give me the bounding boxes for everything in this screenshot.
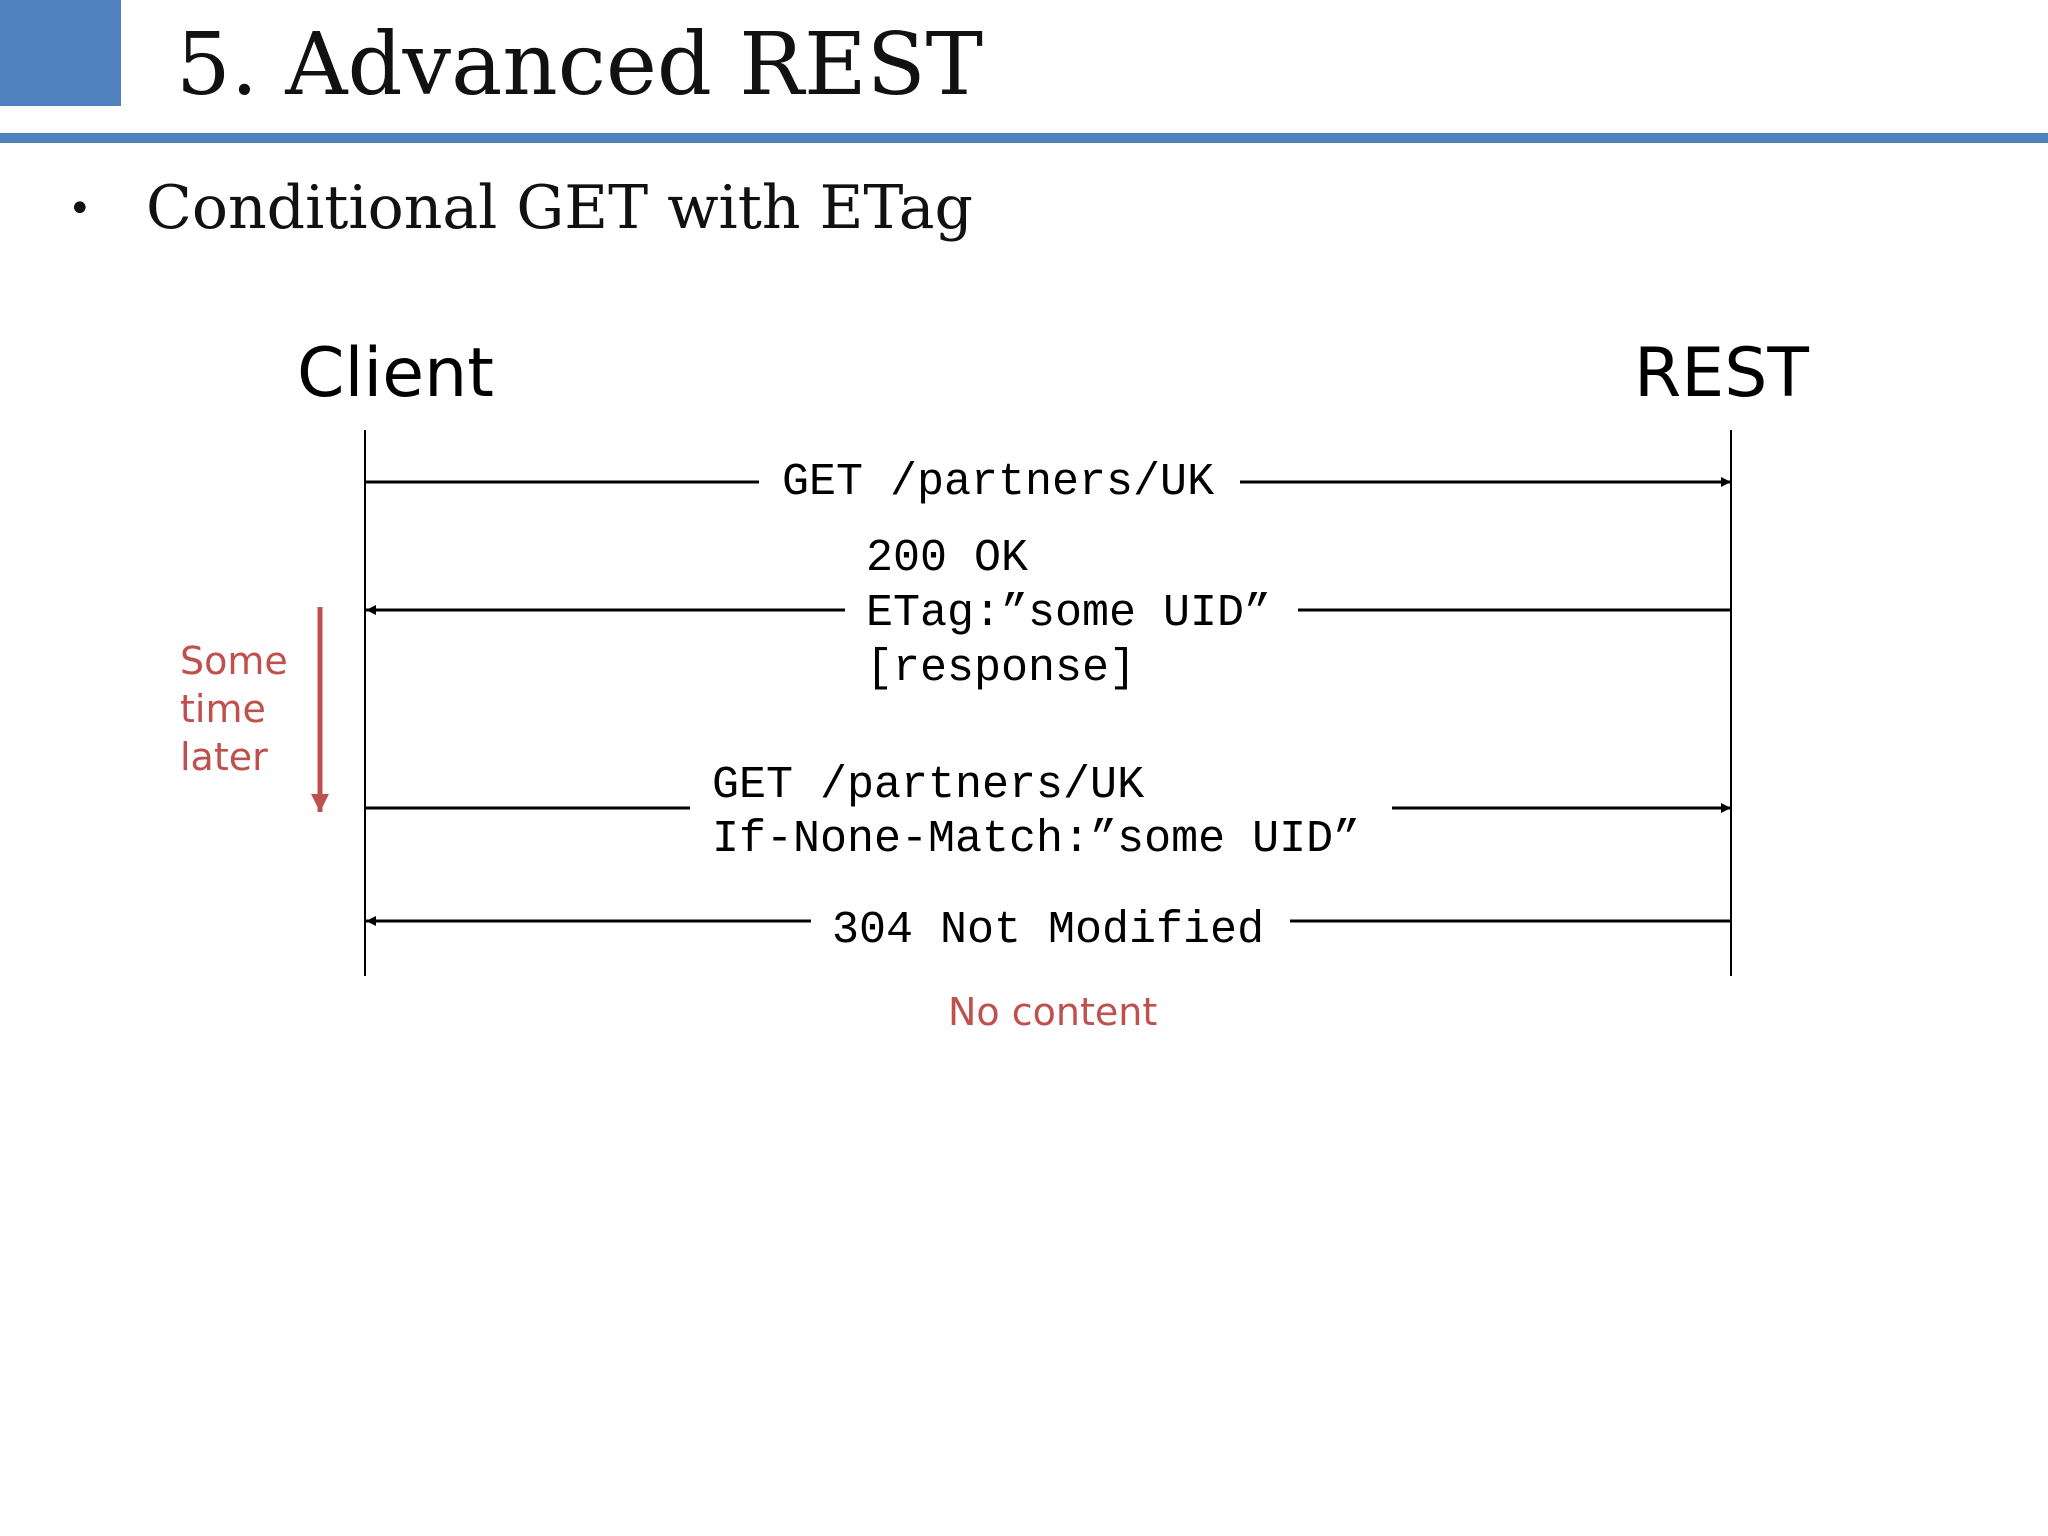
request-1-line-1: GET /partners/UK bbox=[782, 457, 1215, 508]
request-2-line-2: If-None-Match:”some UID” bbox=[712, 814, 1361, 865]
footnote-no-content: No content bbox=[948, 990, 1158, 1034]
bullet-marker: • bbox=[68, 186, 92, 232]
title-underline bbox=[0, 133, 2048, 143]
time-note-line-3: later bbox=[180, 735, 268, 779]
response-2-line-1: 304 Not Modified bbox=[832, 905, 1265, 956]
participant-rest-label: REST bbox=[1634, 334, 1809, 413]
bullet-text: Conditional GET with ETag bbox=[146, 173, 973, 243]
time-note-line-2: time bbox=[180, 687, 266, 731]
request-2-line-1: GET /partners/UK bbox=[712, 760, 1145, 811]
response-1-line-1: 200 OK bbox=[866, 533, 1029, 584]
title-accent-block bbox=[0, 0, 121, 106]
response-1-line-2: ETag:”some UID” bbox=[866, 588, 1272, 639]
time-note-line-1: Some bbox=[180, 639, 288, 683]
slide-title: 5. Advanced REST bbox=[176, 15, 984, 115]
response-1-line-3: [response] bbox=[866, 643, 1137, 694]
participant-client-label: Client bbox=[297, 334, 494, 413]
